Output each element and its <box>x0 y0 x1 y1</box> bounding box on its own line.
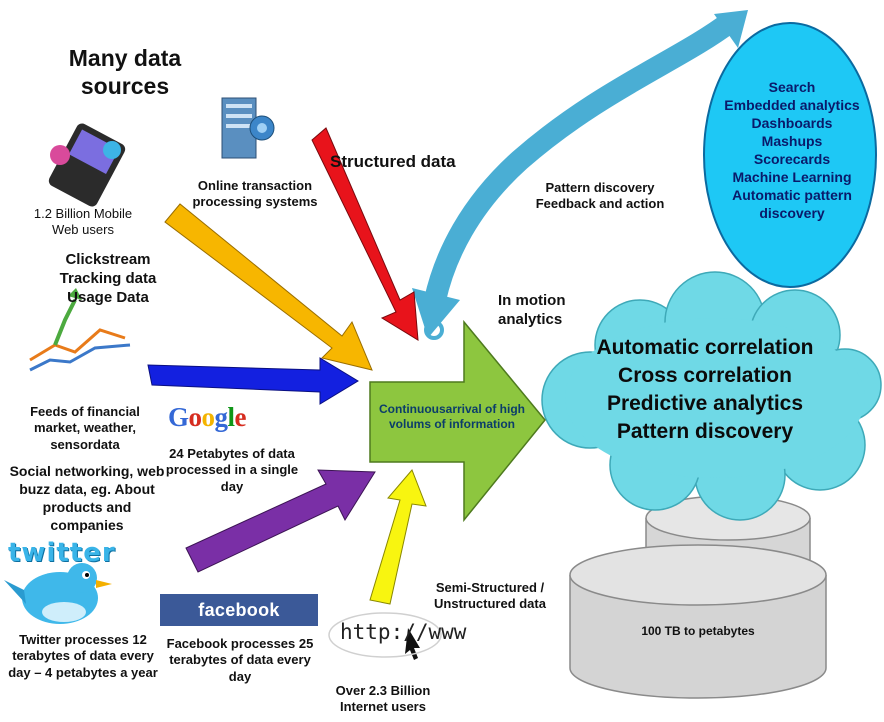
clickstream-arrow <box>164 203 373 371</box>
clickstream-line-2: Tracking data <box>59 270 157 287</box>
feedback-target-icon <box>424 320 444 340</box>
google-logo: Google <box>168 402 247 432</box>
clickstream-line-1: Clickstream <box>65 251 151 268</box>
in-motion-label: In motion analytics <box>498 292 566 328</box>
feedback-arrow-tail <box>714 10 748 48</box>
social-arrow <box>185 469 376 573</box>
clickstream-label: Clickstream Tracking data Usage Data <box>38 250 178 307</box>
internet-label: Over 2.3 Billion Internet users <box>335 683 431 715</box>
structured-data-arrow <box>311 127 419 341</box>
green-arrow-label: Continuousarrival of high volums of info… <box>379 402 525 431</box>
storage-cylinder-front <box>569 544 827 699</box>
facebook-logo: facebook <box>160 594 318 626</box>
cloud-item: Automatic correlation <box>596 336 814 359</box>
pattern-feedback-label: Pattern discovery Feedback and action <box>535 180 665 212</box>
server-icon <box>221 97 275 159</box>
oval-item: Embedded analytics <box>724 97 860 113</box>
oval-item: Search <box>768 79 816 95</box>
storage-label: 100 TB to petabytes <box>641 624 755 638</box>
mobile-phone-icon <box>48 123 126 207</box>
oval-item: Dashboards <box>751 115 833 131</box>
oval-item: Mashups <box>761 133 823 149</box>
green-arrow <box>369 319 546 523</box>
google-label: 24 Petabytes of data processed in a sing… <box>165 446 299 494</box>
feedback-arrow <box>424 13 737 303</box>
structured-data-label: Structured data <box>330 152 456 171</box>
clickstream-line-3: Usage Data <box>67 289 149 306</box>
cloud-item: Cross correlation <box>618 364 792 387</box>
chart-icon <box>29 288 131 372</box>
twitter-label: Twitter processes 12 terabytes of data e… <box>8 632 158 680</box>
cloud-items: Automatic correlation Cross correlation … <box>560 334 850 446</box>
mobile-label: 1.2 Billion Mobile Web users <box>33 206 133 238</box>
analytics-cloud <box>541 271 882 521</box>
page-title: Many data sources <box>68 45 182 99</box>
twitter-bird-icon <box>4 563 112 624</box>
oval-items: Search Embedded analytics Dashboards Mas… <box>708 78 876 222</box>
analytics-oval <box>703 22 877 288</box>
semi-structured-label: Semi-Structured / Unstructured data <box>434 580 546 612</box>
facebook-label: Facebook processes 25 terabytes of data … <box>166 636 314 684</box>
http-badge-outline <box>328 612 442 658</box>
feedback-arrowhead <box>412 288 460 338</box>
cloud-item: Pattern discovery <box>616 420 794 443</box>
cursor-icon <box>405 628 420 660</box>
oval-item: Machine Learning <box>732 169 852 185</box>
feeds-label: Feeds of financial market, weather, sens… <box>30 404 140 452</box>
oval-item: discovery <box>759 205 825 221</box>
oltp-label: Online transaction processing systems <box>192 178 318 210</box>
social-label: Social networking, web buzz data, eg. Ab… <box>9 463 165 533</box>
twitter-logo: twitter <box>8 538 116 568</box>
cloud-item: Predictive analytics <box>606 392 804 415</box>
http-logo: http://www <box>340 620 467 644</box>
oval-item: Automatic pattern <box>732 187 852 203</box>
oval-item: Scorecards <box>753 151 831 167</box>
feeds-arrow <box>147 357 359 405</box>
internet-arrow <box>369 469 427 605</box>
